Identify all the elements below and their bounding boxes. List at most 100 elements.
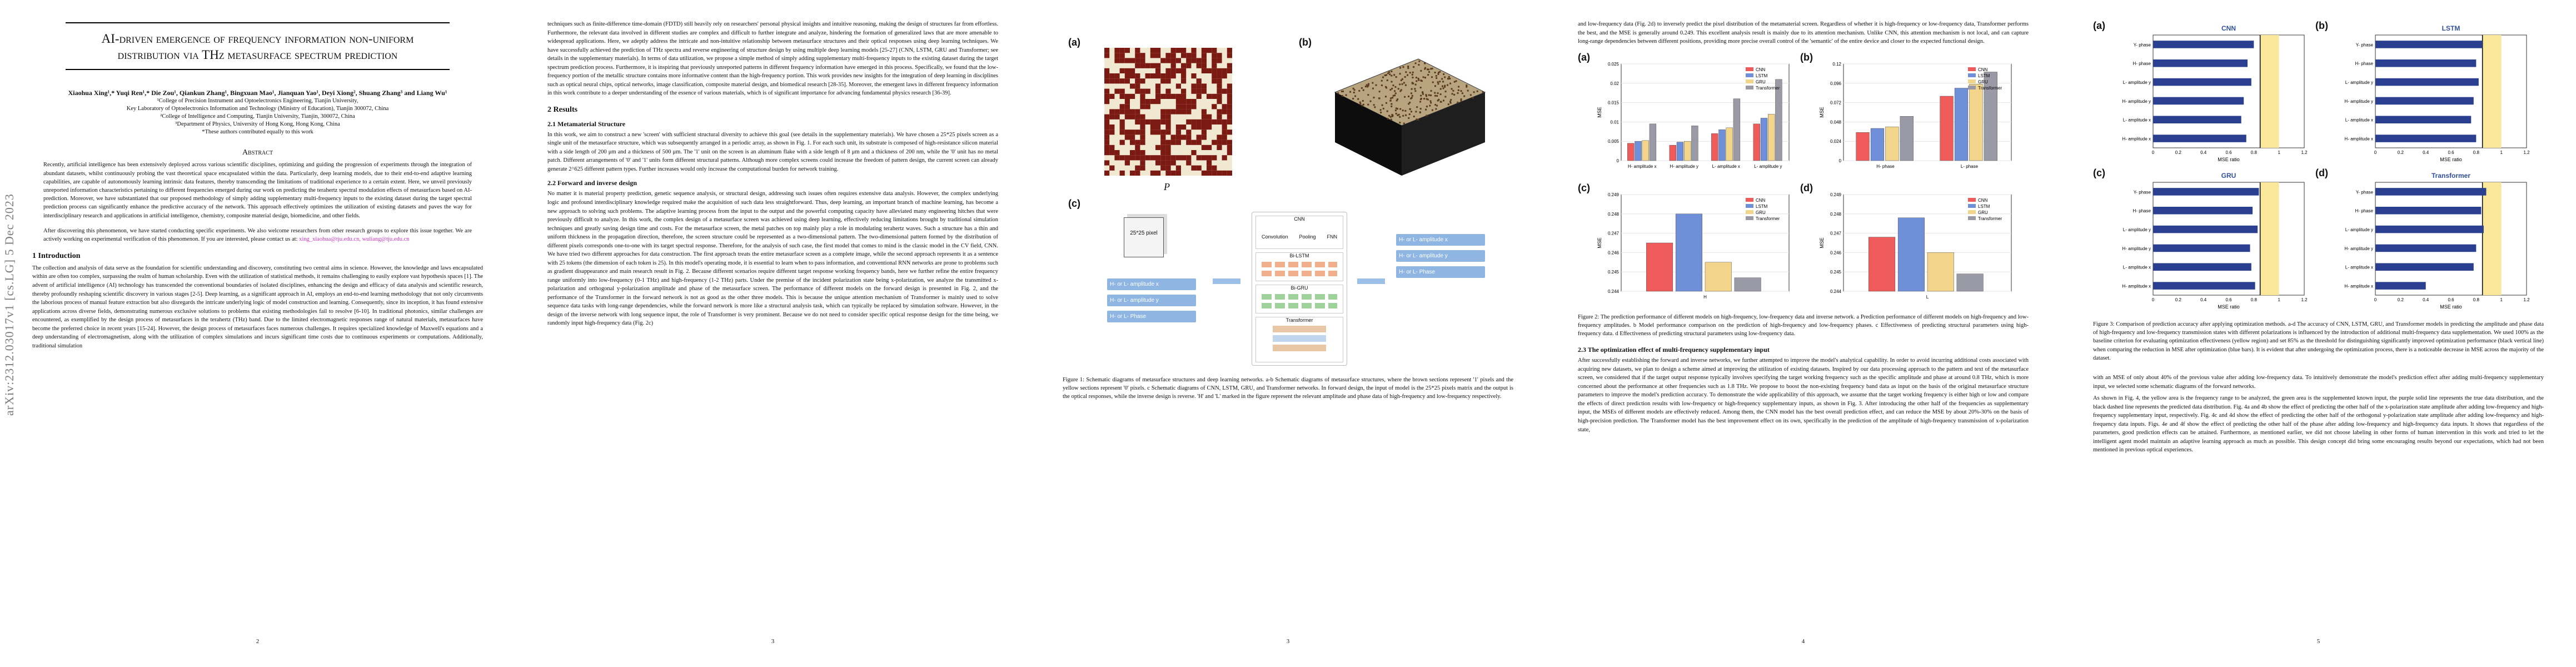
pixel-one — [1222, 125, 1227, 130]
metal-patch — [1399, 73, 1401, 75]
bar — [1956, 273, 1984, 291]
pixel-one — [1186, 63, 1192, 68]
pixel-one — [1104, 88, 1110, 94]
legend-label: LSTM — [1978, 73, 1990, 78]
metal-patch — [1404, 109, 1407, 112]
y-tick-label: Y- phase — [2356, 42, 2374, 47]
pixel-one — [1104, 119, 1110, 125]
pixel-one — [1191, 73, 1197, 79]
bar — [1734, 277, 1761, 291]
y-tick-label: H- amplitude x — [2122, 283, 2151, 288]
metal-patch — [1399, 83, 1401, 86]
pixel-one — [1227, 130, 1232, 135]
pixel-one — [1104, 130, 1110, 135]
pixel-one — [1145, 119, 1150, 125]
metal-patch — [1359, 103, 1362, 105]
x-tick-label: L- phase — [1961, 164, 1979, 169]
bar — [2153, 244, 2250, 252]
metal-patch — [1382, 107, 1384, 109]
x-tick-label: 0.4 — [2423, 297, 2429, 302]
pixel-one — [1201, 119, 1207, 125]
fig1-label-c: (c) — [1068, 198, 1080, 209]
x-tick-label: 0.2 — [2175, 150, 2182, 155]
page-3: (a) (b) P (c) 25*25 pixel H- or L- ampli… — [1030, 0, 1546, 667]
bar — [2153, 116, 2241, 124]
pixel-one — [1181, 73, 1187, 79]
metal-patch — [1367, 84, 1369, 87]
bar — [1940, 96, 1954, 161]
chart-title: GRU — [2221, 172, 2236, 180]
metal-patch — [1341, 90, 1343, 92]
pixel-one — [1109, 78, 1115, 84]
pixel-one — [1175, 135, 1181, 140]
pixel-one — [1207, 165, 1212, 171]
pixel-one — [1150, 170, 1155, 176]
x-tick-label: 0.8 — [2473, 297, 2480, 302]
metal-patch — [1431, 109, 1433, 111]
metal-patch — [1398, 113, 1400, 116]
y-tick-label: L- amplitude y — [2123, 227, 2151, 232]
cnn-title: CNN — [1294, 216, 1305, 222]
metal-patch — [1399, 67, 1402, 69]
metal-patch — [1437, 81, 1439, 83]
pixel-one — [1175, 83, 1181, 89]
metal-patch — [1466, 86, 1468, 88]
pixel-one — [1196, 78, 1202, 84]
bar — [1753, 123, 1760, 161]
pixel-one — [1124, 99, 1130, 104]
pixel-one — [1119, 109, 1125, 115]
y-tick-label: L- amplitude x — [2123, 118, 2151, 123]
metal-patch — [1429, 100, 1432, 102]
pixel-one — [1155, 53, 1161, 58]
pixel-one — [1196, 140, 1202, 145]
pixel-one — [1170, 140, 1176, 145]
legend-swatch — [1746, 203, 1753, 208]
metal-patch — [1402, 115, 1404, 117]
metal-patch — [1434, 85, 1436, 87]
metal-patch — [1387, 72, 1389, 74]
pixel-one — [1155, 145, 1161, 150]
output-item-2: H- or L- amplitude y — [1396, 250, 1485, 262]
pixel-one — [1175, 170, 1181, 176]
input-stack: H- or L- amplitude x H- or L- amplitude … — [1107, 278, 1196, 322]
bar — [1669, 145, 1676, 161]
pixel-one — [1104, 99, 1110, 104]
legend-label: Transformer — [1978, 216, 2002, 221]
legend-swatch — [1968, 67, 1976, 71]
x-tick-label: 1.2 — [2301, 297, 2308, 302]
metal-patch — [1411, 111, 1413, 113]
pixel-one — [1124, 160, 1130, 166]
pixel-one — [1170, 160, 1176, 166]
pixel-one — [1119, 48, 1125, 53]
metal-patch — [1401, 78, 1403, 80]
pixel-one — [1104, 73, 1110, 79]
legend-swatch — [1746, 85, 1753, 89]
pixel-one — [1207, 170, 1212, 176]
pixel-one — [1222, 135, 1227, 140]
pixel-one — [1175, 99, 1181, 104]
y-tick-label: 0.024 — [1830, 139, 1842, 144]
metal-patch — [1437, 92, 1439, 94]
pixel-one — [1181, 104, 1187, 109]
pixel-one — [1191, 53, 1197, 58]
legend-swatch — [1968, 73, 1976, 77]
metal-patch — [1399, 116, 1401, 118]
pixel-one — [1207, 125, 1212, 130]
y-tick-label: 0.015 — [1608, 100, 1620, 105]
metal-patch — [1373, 96, 1375, 98]
metal-patch — [1444, 91, 1447, 93]
metal-patch — [1444, 84, 1446, 87]
contact-email-link[interactable]: xing_xiaohua@tju.edu.cn, wuliang@tju.edu… — [299, 236, 410, 243]
metal-patch — [1412, 76, 1414, 78]
fig2c-chart: 0.2440.2450.2460.2470.2480.249MSEHCNNLST… — [1597, 192, 1790, 300]
pixel-one — [1104, 93, 1110, 99]
pixel-one — [1196, 155, 1202, 161]
pixel-one — [1119, 78, 1125, 84]
pixel-one — [1227, 68, 1232, 73]
legend-label: GRU — [1756, 210, 1766, 215]
pixel-one — [1207, 114, 1212, 120]
y-tick-label: 0.249 — [1830, 192, 1842, 197]
pixel-one — [1135, 170, 1140, 176]
pixel-one — [1150, 130, 1155, 135]
